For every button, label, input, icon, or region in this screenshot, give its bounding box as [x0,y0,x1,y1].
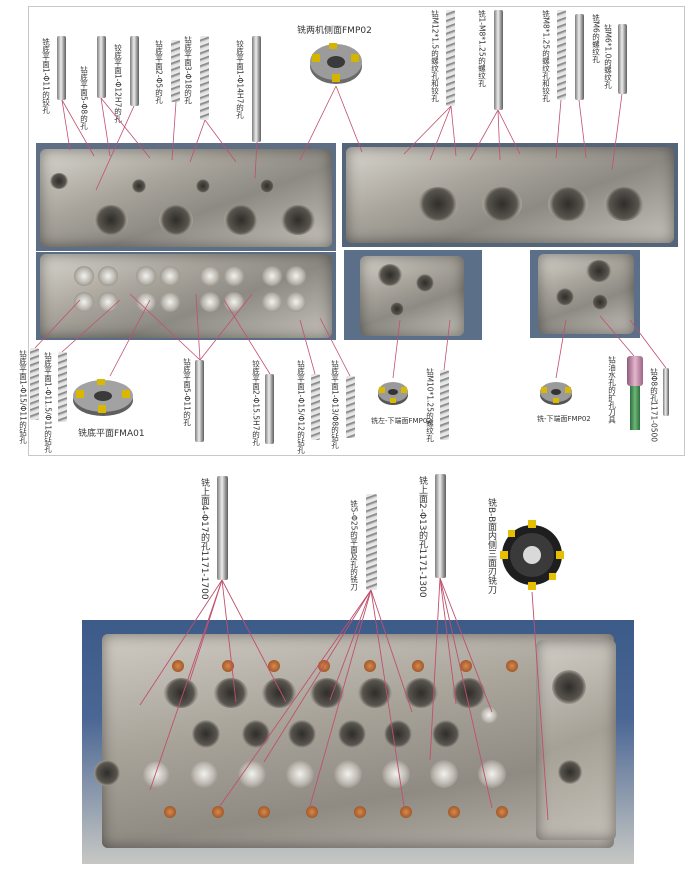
end-mill-fmp02-icon [540,382,572,405]
label-b-1171-1700: 铣上面4-Φ17的孔1171-1700 [199,478,209,600]
label-tr-5: 钻M6*1.0的螺纹孔 [603,24,613,89]
tool-bl-2 [58,352,67,422]
step-mill-icon [378,382,408,405]
tool-reamer-6 [252,36,261,142]
oil-hole-reamer-icon [625,356,645,432]
label-m10: 钻M10*1.25的螺纹孔 [425,368,435,442]
tool-drill-1 [57,36,66,100]
label-bm-3: 钻底平面1-Φ15/Φ12的钻孔 [296,360,306,454]
label-bl-2: 钻底平面1-Φ11.5/Φ11的钻孔 [43,352,53,453]
photo-end-face-right [530,250,640,338]
tool-bl-1 [30,348,39,420]
label-tr-3: 铣M8*1.25的螺纹孔和铰孔 [541,10,551,102]
label-tr-4: 铣M6的螺纹孔 [591,14,601,63]
tool-drill-4 [171,40,180,102]
tool-tr-2 [494,10,503,110]
label-top-4: 钻底平面2-Φ5的孔 [154,40,164,104]
tool-tr-1 [446,10,455,106]
label-bm-1: 钻底平面5-Φ11的孔 [182,358,192,426]
label-top-2: 钻底平面5-Φ8的孔 [79,66,89,130]
tool-b-25 [366,494,377,590]
tool-tr-3 [557,10,566,100]
tool-tr-4 [575,14,584,100]
photo-cylinder-head-combustion [36,252,336,340]
label-oil-reamer: 钻油水孔的扩孔刀具 [607,356,617,424]
tool-drill-5 [200,36,209,120]
photo-cylinder-head-top-left [36,143,336,251]
label-top-3: 铰底平面1-Φ12H7的孔 [113,44,123,123]
face-mill-fma01-icon [73,379,133,416]
side-milling-cutter-icon [500,520,564,590]
tool-b-1171-1700 [217,476,228,580]
label-bm-4: 钻底平面1-Φ13/Φ8的钻孔 [330,360,340,449]
tool-reamer-3 [130,36,139,106]
label-end-fmp02: 铣-下端面FMP02 [537,415,591,423]
photo-cylinder-head-top-right [342,143,678,247]
photo-cylinder-head-top-face [82,620,634,864]
label-1171-0500: 钻Φ8的孔1171-0500 [649,368,659,443]
tool-tr-5 [618,24,627,94]
tool-1171-0500 [663,368,669,416]
label-top-6: 铰底平面1-Φ14H7的孔 [235,40,245,119]
label-fmp02: 铣两机侧面FMP02 [297,26,372,36]
label-side-cutter: 铣B-B面内侧三面刃铣刀 [486,498,496,595]
tool-bm-1 [195,360,204,442]
label-bm-2: 铰底平面2-Φ15.5H7的孔 [251,360,261,446]
label-top-5: 钻底平面3-Φ18的孔 [183,36,193,104]
face-mill-fmp02-icon [310,43,362,84]
tool-m10 [440,370,449,440]
label-b-25: 铣5-Φ25的平面及孔的铣刀 [349,500,359,591]
label-bl-1: 钻底平面1-Φ15/Φ11的钻孔 [18,350,28,444]
tool-bm-2 [265,374,274,444]
tool-bm-3 [311,374,320,440]
tool-bm-4 [346,376,355,438]
label-b-1171-1300: 铣上面2-Φ13的孔1171-1300 [417,476,427,598]
label-top-1: 铣底平面1-Φ11的铰孔 [41,38,51,114]
label-tr-1: 钻M12*1.5的螺纹孔和铰孔 [430,10,440,102]
tool-drill-2 [97,36,106,98]
photo-end-face-left [344,250,482,340]
label-step-fmp02: 铣左-下端面FMP02 [371,417,432,425]
label-fma01: 铣底平面FMA01 [78,429,145,439]
tool-b-1171-1300 [435,474,446,578]
label-tr-2: 铣1-M8*1.25的螺纹孔 [477,10,487,87]
